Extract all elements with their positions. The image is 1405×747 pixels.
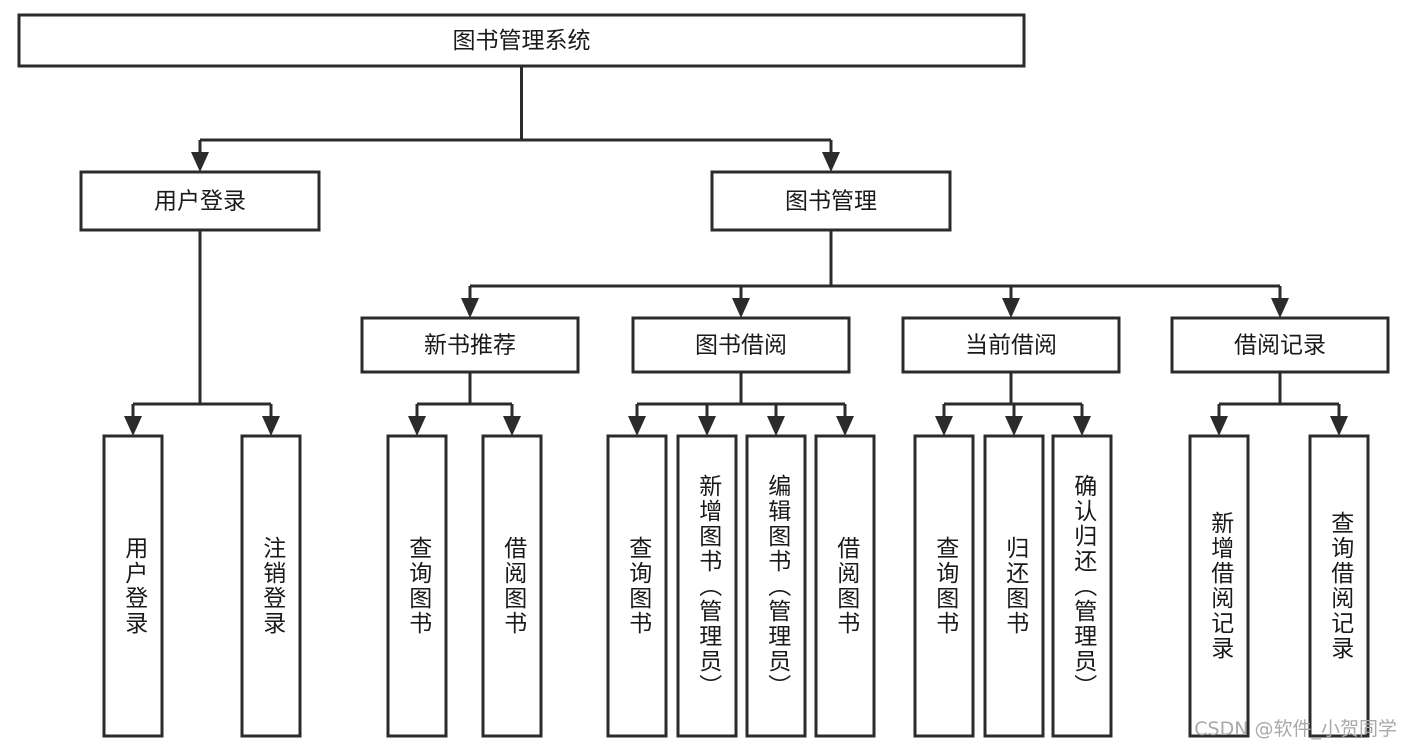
node-box-leaf-edit-book-admin[interactable] xyxy=(745,434,807,738)
arrow-head-icon xyxy=(822,152,840,172)
boxes-layer xyxy=(17,13,1390,738)
arrow-head-icon xyxy=(262,416,280,436)
arrow-head-icon xyxy=(503,416,521,436)
node-box-leaf-query-book-2[interactable] xyxy=(606,434,668,738)
arrow-head-icon xyxy=(1330,416,1348,436)
node-label-new-book-recommend: 新书推荐 xyxy=(424,333,516,359)
arrow-head-icon xyxy=(698,416,716,436)
node-box-leaf-user-login[interactable] xyxy=(102,434,164,738)
arrow-head-icon xyxy=(408,416,426,436)
node-box-root[interactable] xyxy=(17,13,1026,68)
arrow-head-icon xyxy=(1073,416,1091,436)
arrow-head-icon xyxy=(124,416,142,436)
node-box-leaf-add-book-admin[interactable] xyxy=(676,434,738,738)
node-box-leaf-query-book-3[interactable] xyxy=(913,434,975,738)
node-box-borrow-record[interactable] xyxy=(1170,316,1390,374)
arrow-head-icon xyxy=(191,152,209,172)
node-box-leaf-borrow-book-2[interactable] xyxy=(814,434,876,738)
node-label-borrow-record: 借阅记录 xyxy=(1234,333,1326,359)
arrow-head-icon xyxy=(461,298,479,318)
node-box-leaf-confirm-return-admin[interactable] xyxy=(1051,434,1113,738)
node-box-current-borrow[interactable] xyxy=(901,316,1121,374)
arrow-head-icon xyxy=(1005,416,1023,436)
node-box-leaf-query-borrow-record[interactable] xyxy=(1308,434,1370,738)
arrow-head-icon xyxy=(1210,416,1228,436)
arrow-head-icon xyxy=(628,416,646,436)
connectors-layer xyxy=(124,66,1348,436)
node-box-new-book-recommend[interactable] xyxy=(360,316,580,374)
node-box-leaf-add-borrow-record[interactable] xyxy=(1188,434,1250,738)
arrow-head-icon xyxy=(767,416,785,436)
node-box-leaf-borrow-book-1[interactable] xyxy=(481,434,543,738)
node-label-user-login: 用户登录 xyxy=(154,189,246,215)
node-box-leaf-query-book-1[interactable] xyxy=(386,434,448,738)
node-box-book-management[interactable] xyxy=(710,170,952,232)
node-box-user-login[interactable] xyxy=(79,170,321,232)
arrow-head-icon xyxy=(836,416,854,436)
node-box-leaf-logout-login[interactable] xyxy=(240,434,302,738)
arrow-head-icon xyxy=(1002,298,1020,318)
node-box-leaf-return-book[interactable] xyxy=(983,434,1045,738)
arrow-head-icon xyxy=(935,416,953,436)
node-label-book-borrow: 图书借阅 xyxy=(695,333,787,359)
node-label-book-management: 图书管理 xyxy=(785,189,877,215)
arrow-head-icon xyxy=(1271,298,1289,318)
node-label-root: 图书管理系统 xyxy=(453,28,591,54)
node-label-current-borrow: 当前借阅 xyxy=(965,333,1057,359)
arrow-head-icon xyxy=(732,298,750,318)
node-box-book-borrow[interactable] xyxy=(631,316,851,374)
